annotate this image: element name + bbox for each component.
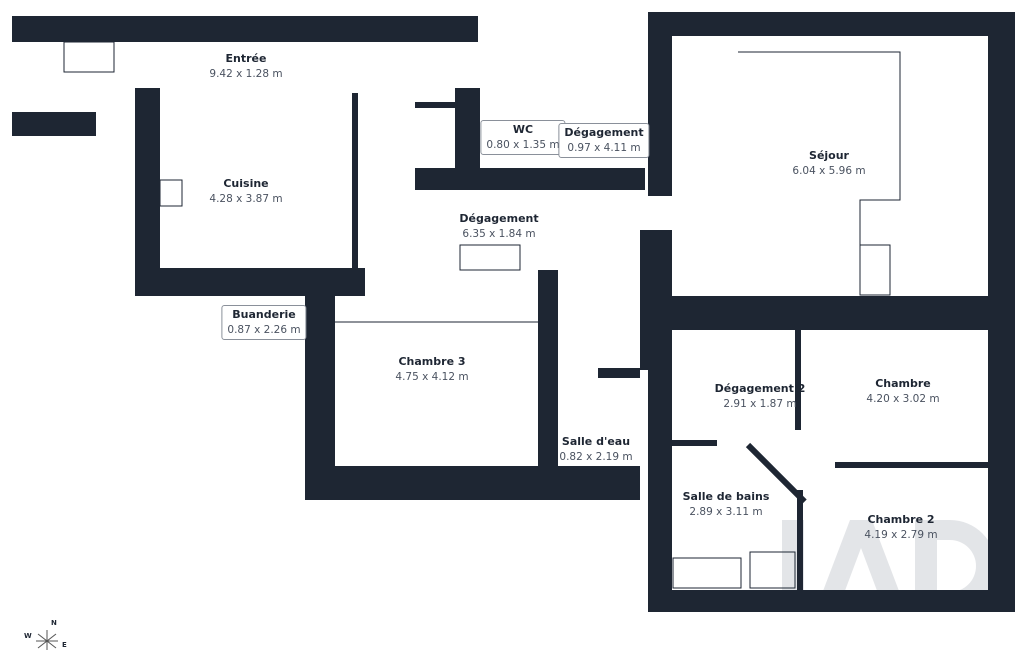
room-dims: 2.89 x 3.11 m <box>689 505 763 518</box>
room-dims: 4.20 x 3.02 m <box>866 392 940 405</box>
room-dims: 0.82 x 2.19 m <box>559 450 633 463</box>
room-dims: 4.19 x 2.79 m <box>864 528 938 541</box>
room-dims: 4.28 x 3.87 m <box>209 192 283 205</box>
room-chambre-2: Chambre 2 4.19 x 2.79 m <box>864 513 937 542</box>
room-name: Salle de bains <box>682 490 770 503</box>
room-name: Dégagement <box>564 126 644 139</box>
room-name: Chambre 2 <box>867 513 935 526</box>
room-salle-de-bains: Salle de bains 2.89 x 3.11 m <box>683 490 770 519</box>
compass-west: W <box>24 632 32 640</box>
room-buanderie: Buanderie 0.87 x 2.26 m <box>221 305 307 341</box>
room-dims: 0.97 x 4.11 m <box>567 141 641 154</box>
room-dims: 4.75 x 4.12 m <box>395 370 469 383</box>
room-degagement-2: Dégagement 2 2.91 x 1.87 m <box>715 382 806 411</box>
room-dims: 9.42 x 1.28 m <box>209 67 283 80</box>
room-dims: 0.80 x 1.35 m <box>486 138 560 151</box>
room-name: Cuisine <box>223 177 269 190</box>
room-chambre-3: Chambre 3 4.75 x 4.12 m <box>395 355 468 384</box>
room-name: Séjour <box>809 149 849 162</box>
room-name: Entrée <box>225 52 267 65</box>
room-name: Chambre 3 <box>398 355 466 368</box>
fixtures <box>63 41 901 589</box>
compass-east: E <box>62 641 67 649</box>
room-entree: Entrée 9.42 x 1.28 m <box>209 52 282 81</box>
room-degagement: Dégagement 6.35 x 1.84 m <box>459 212 538 241</box>
room-dims: 6.04 x 5.96 m <box>792 164 866 177</box>
room-dims: 6.35 x 1.84 m <box>462 227 536 240</box>
room-chambre: Chambre 4.20 x 3.02 m <box>866 377 939 406</box>
room-dims: 0.87 x 2.26 m <box>227 323 301 336</box>
compass-icon <box>36 630 58 650</box>
room-cuisine: Cuisine 4.28 x 3.87 m <box>209 177 282 206</box>
room-sejour: Séjour 6.04 x 5.96 m <box>792 149 865 178</box>
walls <box>12 12 1015 612</box>
room-name: WC <box>512 123 534 136</box>
room-wc: WC 0.80 x 1.35 m <box>480 120 566 156</box>
room-degagement-vertical: Dégagement 0.97 x 4.11 m <box>558 123 650 159</box>
room-name: Dégagement <box>459 212 539 225</box>
room-dims: 2.91 x 1.87 m <box>723 397 797 410</box>
room-name: Chambre <box>875 377 931 390</box>
room-name: Buanderie <box>232 308 296 321</box>
room-name: Dégagement 2 <box>714 382 806 395</box>
room-name: Salle d'eau <box>561 435 631 448</box>
room-salle-d-eau: Salle d'eau 0.82 x 2.19 m <box>559 435 632 464</box>
compass-north: N <box>51 619 57 627</box>
